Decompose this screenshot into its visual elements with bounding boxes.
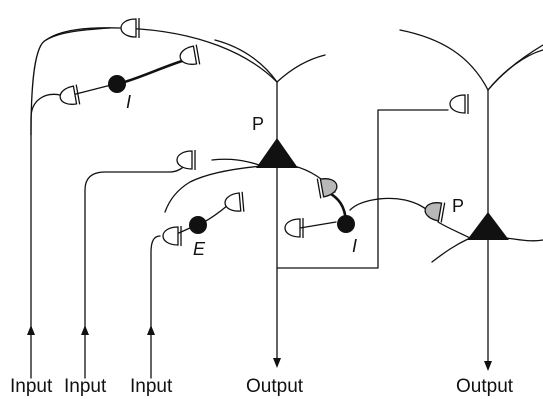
apical-branch-right-b [487,49,543,91]
pyramidal-soma-right [467,212,509,240]
pyramidal-cell-left [45,27,449,368]
apical-branch-left-b [276,54,326,83]
pyramidal-soma-left [256,138,298,168]
inhibitory-top-dendrite [71,83,116,96]
apical-branch-right-c [487,44,543,91]
pyramidal-cell-right [399,29,543,371]
label-inhibitory-top: I [126,92,131,112]
inhibitory-cell-top [71,58,187,96]
basal-dendrite-right-c [437,221,471,239]
label-output-2: Output [456,376,514,397]
apical-branch-left-c [214,39,278,83]
synapse-inhibitory-right [422,198,446,224]
synapse-inhibitory-bottom-soma [316,174,340,200]
synapse-input3-excitatory [162,225,182,247]
label-excitatory: E [193,239,206,259]
input-fiber-1 [27,27,111,379]
label-inhibitory-bottom: I [352,236,357,256]
apical-branch-right-a [399,29,489,91]
inhibitory-cell-bottom [299,190,431,233]
basal-dendrite-right-b [505,237,543,242]
synapse-collateral-right [449,93,469,115]
label-pyramidal-right: P [452,196,464,216]
input-axon-3 [150,235,161,331]
inhibitory-bottom-dendrite [299,221,337,229]
synapse-inhibitory-top [177,43,201,69]
synapse-collateral-inhibitory [284,217,304,239]
label-output-1: Output [246,376,304,397]
synapse-input2-basal [176,149,196,171]
apical-branch-left-a [45,27,278,83]
label-input-3: Input [130,376,173,397]
basal-dendrite-left-a [164,165,263,213]
excitatory-axon [203,204,229,223]
label-pyramidal-left: P [252,114,264,134]
synapse-excitatory-basal [223,191,245,214]
axon-collateral-left [276,109,449,269]
input-fiber-3 [147,235,161,379]
basal-dendrite-left-c [211,158,263,167]
basal-dendrite-right-a [431,237,471,263]
input-axon-1-branch [30,27,111,136]
synapse-input1-apical [120,17,140,39]
excitatory-soma [189,216,207,234]
inhibitory-top-soma [108,75,126,93]
synapse-input1-inhibitory [57,83,81,109]
inhibitory-top-axon [116,58,187,86]
inhibitory-bottom-soma [337,215,355,233]
inhibitory-bottom-axon-b [349,197,431,213]
input-axon-1 [30,93,61,331]
label-input-1: Input [10,376,53,397]
label-input-2: Input [64,376,107,397]
